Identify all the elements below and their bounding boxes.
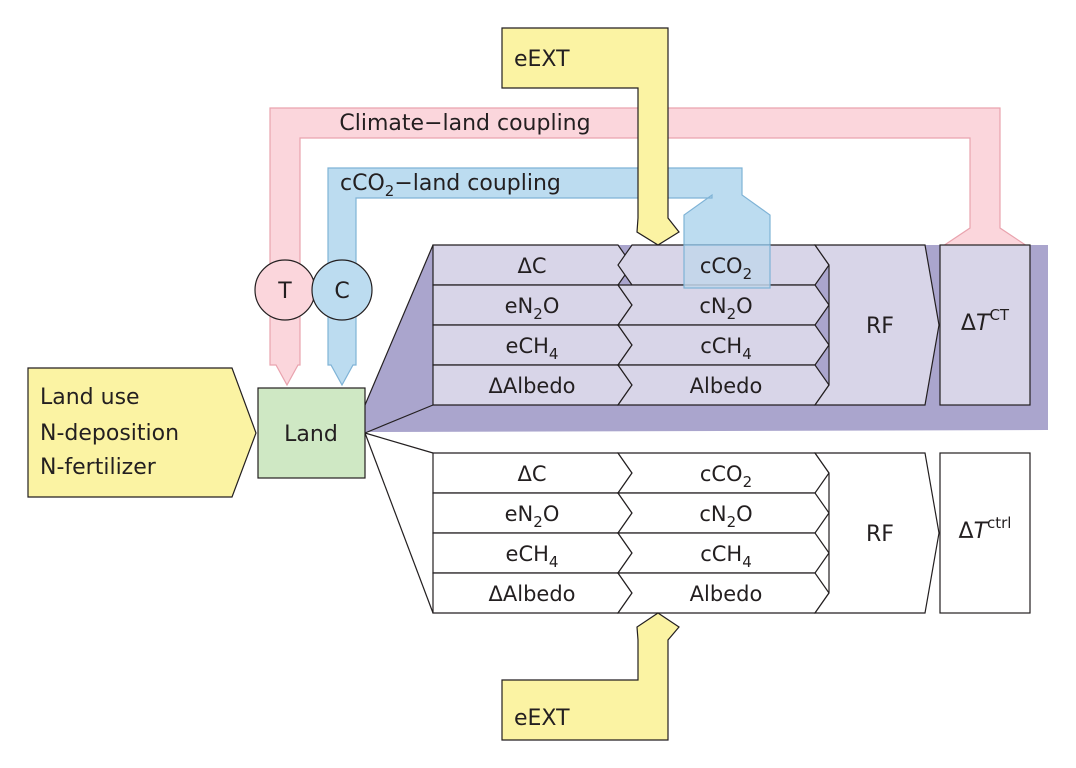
external-top-label: eEXT (514, 47, 570, 72)
control-emissions-column: ΔC eN2O eCH4 ΔAlbedo (432, 452, 633, 614)
coupled-temperature-block (939, 244, 1031, 406)
climate-land-coupling-band (269, 107, 1032, 387)
driver-inputs: Land use N-deposition N-fertilizer (27, 367, 257, 498)
coupled-emission-label: eN2O (505, 294, 560, 323)
control-concentration-label: cCO2 (700, 462, 752, 491)
connector-line (364, 432, 434, 454)
control-temperature-label: ΔTctrl (959, 514, 1012, 544)
land-box (257, 387, 366, 479)
control-concentration-label: cN2O (699, 502, 752, 531)
coupled-rf-block (813, 244, 940, 406)
land-node: Land (257, 387, 366, 479)
control-emission-label: eCH4 (506, 542, 559, 571)
driver-input-line: N-deposition (40, 421, 179, 446)
coupled-emission-label: ΔAlbedo (489, 374, 576, 398)
coupled-co2-highlight (683, 244, 771, 289)
external-bottom-arrow (501, 612, 680, 741)
connector-line (364, 404, 434, 434)
control-temperature-block (939, 452, 1031, 614)
coupled-simulation: ΔC eN2O eCH4 ΔAlbedo cCO2 cN2O cCH4 Albe… (365, 244, 1048, 432)
coupled-emissions-column: ΔC eN2O eCH4 ΔAlbedo (432, 244, 633, 406)
control-concentration-label: Albedo (690, 582, 763, 606)
control-rf-block (813, 452, 940, 614)
land-connectors (364, 244, 434, 614)
driver-input-line: Land use (40, 385, 140, 410)
co2-land-coupling: C cCO2−land coupling (311, 167, 771, 387)
co2-land-coupling-label: cCO2−land coupling (340, 171, 561, 200)
c-node-label: C (334, 279, 349, 304)
coupled-temperature-label: ΔTCT (961, 306, 1010, 336)
control-emission-label: eN2O (505, 502, 560, 531)
control-concentrations-column: cCO2 cN2O cCH4 Albedo (616, 452, 830, 614)
co2-land-coupling-band (327, 167, 771, 387)
control-emission-label: ΔC (517, 462, 546, 486)
external-emissions-top: eEXT (501, 27, 680, 246)
coupled-rf-label: RF (866, 314, 894, 339)
external-top-arrow (501, 27, 680, 246)
external-bottom-label: eEXT (514, 706, 570, 731)
connector-line (364, 432, 434, 614)
driver-input-line: N-fertilizer (40, 455, 157, 480)
c-node (311, 259, 373, 321)
control-concentration-cell (616, 572, 830, 614)
driver-input-arrow (27, 367, 257, 498)
coupled-concentration-label: cCH4 (700, 334, 752, 363)
coupled-emission-label: ΔC (517, 254, 546, 278)
control-rf-label: RF (866, 522, 894, 547)
coupled-concentrations-column: cCO2 cN2O cCH4 Albedo (616, 244, 830, 406)
climate-land-coupling-label: Climate−land coupling (339, 111, 590, 136)
t-node-label: T (277, 279, 292, 304)
control-emission-label: ΔAlbedo (489, 582, 576, 606)
coupled-emission-label: eCH4 (506, 334, 559, 363)
external-emissions-bottom: eEXT (501, 612, 680, 741)
control-simulation: ΔC eN2O eCH4 ΔAlbedo cCO2 cN2O cCH4 Albe… (432, 452, 1031, 614)
coupled-concentration-label: Albedo (690, 374, 763, 398)
land-label: Land (284, 422, 338, 447)
control-concentration-label: cCH4 (700, 542, 752, 571)
coupled-concentration-label: cCO2 (700, 254, 752, 283)
climate-land-coupling: T Climate−land coupling (254, 107, 1032, 387)
connector-line (364, 244, 434, 406)
coupled-concentration-label: cN2O (699, 294, 752, 323)
